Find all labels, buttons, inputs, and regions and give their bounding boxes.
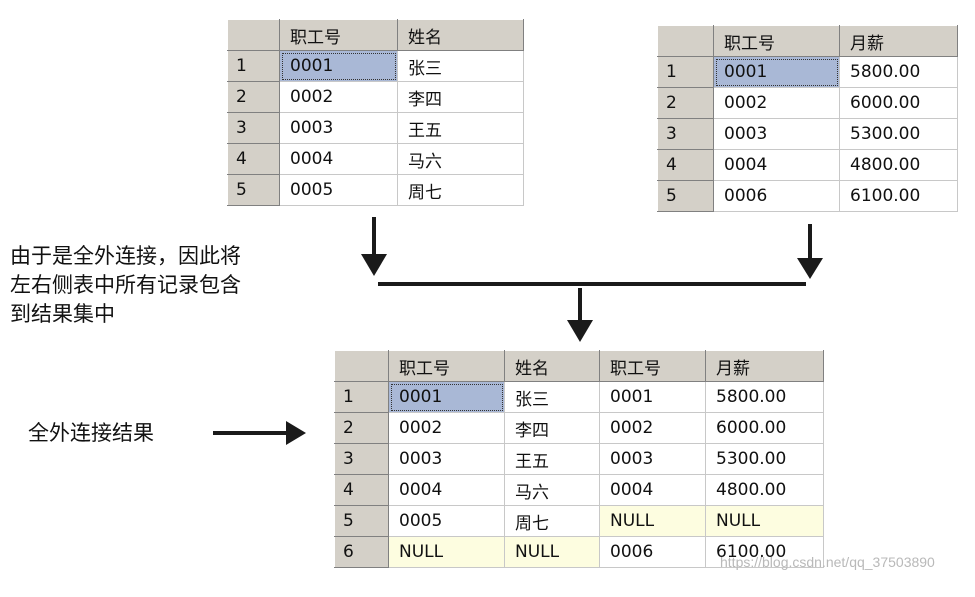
row-number[interactable]: 2 (657, 87, 714, 119)
table-row: 4 0004 4800.00 (657, 149, 958, 181)
table-row: 5 0005 周七 NULL NULL (334, 505, 824, 537)
null-cell[interactable]: NULL (388, 536, 505, 568)
table-cell[interactable]: 0001 (713, 56, 840, 88)
table-row: 5 0006 6100.00 (657, 180, 958, 212)
row-number[interactable]: 2 (334, 412, 389, 444)
merge-down-arrowhead (567, 320, 593, 342)
right-table: 职工号 月薪 1 0001 5800.00 2 0002 6000.00 3 0… (657, 25, 958, 212)
table-cell[interactable]: 5800.00 (705, 381, 824, 413)
row-number[interactable]: 1 (227, 50, 280, 82)
left-down-arrowhead (361, 254, 387, 276)
column-header[interactable]: 职工号 (599, 350, 706, 382)
result-table: 职工号 姓名 职工号 月薪 1 0001 张三 0001 5800.00 2 0… (334, 350, 824, 568)
explanation-line: 左右侧表中所有记录包含 (10, 273, 241, 297)
table-cell[interactable]: 0003 (599, 443, 706, 475)
watermark: https://blog.csdn.net/qq_37503890 (720, 554, 935, 570)
table-cell[interactable]: 6100.00 (705, 536, 824, 568)
row-number[interactable]: 5 (657, 180, 714, 212)
table-cell[interactable]: 0001 (388, 381, 505, 413)
result-pointer-arrowhead (286, 421, 306, 445)
table-cell[interactable]: 马六 (504, 474, 600, 506)
table-header-row: 职工号 月薪 (657, 25, 958, 57)
table-cell[interactable]: 0001 (599, 381, 706, 413)
table-cell[interactable]: 6100.00 (839, 180, 958, 212)
table-row: 3 0003 王五 0003 5300.00 (334, 443, 824, 475)
explanation-line: 到结果集中 (10, 302, 115, 326)
table-row: 6 NULL NULL 0006 6100.00 (334, 536, 824, 568)
table-cell[interactable]: 4800.00 (839, 149, 958, 181)
header-corner (227, 19, 280, 51)
table-row: 4 0004 马六 0004 4800.00 (334, 474, 824, 506)
row-number[interactable]: 4 (227, 143, 280, 175)
table-cell[interactable]: 周七 (504, 505, 600, 537)
table-cell[interactable]: 周七 (397, 174, 524, 206)
result-label: 全外连接结果 (28, 421, 154, 445)
null-cell[interactable]: NULL (705, 505, 824, 537)
table-cell[interactable]: 0004 (599, 474, 706, 506)
table-cell[interactable]: 0001 (279, 50, 398, 82)
table-row: 1 0001 张三 0001 5800.00 (334, 381, 824, 413)
column-header[interactable]: 月薪 (705, 350, 824, 382)
row-number[interactable]: 6 (334, 536, 389, 568)
explanation-text: 由于是全外连接，因此将 左右侧表中所有记录包含 到结果集中 (10, 242, 241, 329)
row-number[interactable]: 5 (227, 174, 280, 206)
table-row: 2 0002 李四 (227, 81, 524, 113)
table-cell[interactable]: 王五 (397, 112, 524, 144)
row-number[interactable]: 4 (657, 149, 714, 181)
table-cell[interactable]: 0004 (279, 143, 398, 175)
table-header-row: 职工号 姓名 职工号 月薪 (334, 350, 824, 382)
table-cell[interactable]: 0006 (599, 536, 706, 568)
table-row: 2 0002 李四 0002 6000.00 (334, 412, 824, 444)
right-down-arrowhead (797, 258, 823, 279)
table-cell[interactable]: 0003 (279, 112, 398, 144)
table-row: 5 0005 周七 (227, 174, 524, 206)
row-number[interactable]: 3 (657, 118, 714, 150)
explanation-line: 由于是全外连接，因此将 (10, 244, 241, 268)
header-corner (657, 25, 714, 57)
table-cell[interactable]: 王五 (504, 443, 600, 475)
row-number[interactable]: 2 (227, 81, 280, 113)
row-number[interactable]: 1 (334, 381, 389, 413)
column-header[interactable]: 职工号 (713, 25, 840, 57)
table-header-row: 职工号 姓名 (227, 19, 524, 51)
table-cell[interactable]: 0005 (388, 505, 505, 537)
table-cell[interactable]: 0002 (388, 412, 505, 444)
table-cell[interactable]: 0005 (279, 174, 398, 206)
table-cell[interactable]: 5300.00 (705, 443, 824, 475)
column-header[interactable]: 姓名 (397, 19, 524, 51)
table-row: 4 0004 马六 (227, 143, 524, 175)
table-cell[interactable]: 0003 (713, 118, 840, 150)
table-row: 2 0002 6000.00 (657, 87, 958, 119)
table-cell[interactable]: 4800.00 (705, 474, 824, 506)
table-cell[interactable]: 马六 (397, 143, 524, 175)
table-cell[interactable]: 张三 (504, 381, 600, 413)
column-header[interactable]: 姓名 (504, 350, 600, 382)
table-cell[interactable]: 0003 (388, 443, 505, 475)
header-corner (334, 350, 389, 382)
row-number[interactable]: 4 (334, 474, 389, 506)
table-cell[interactable]: 0002 (713, 87, 840, 119)
null-cell[interactable]: NULL (599, 505, 706, 537)
table-row: 1 0001 张三 (227, 50, 524, 82)
table-cell[interactable]: 0002 (599, 412, 706, 444)
column-header[interactable]: 月薪 (839, 25, 958, 57)
left-table: 职工号 姓名 1 0001 张三 2 0002 李四 3 0003 王五 4 0… (227, 19, 524, 206)
